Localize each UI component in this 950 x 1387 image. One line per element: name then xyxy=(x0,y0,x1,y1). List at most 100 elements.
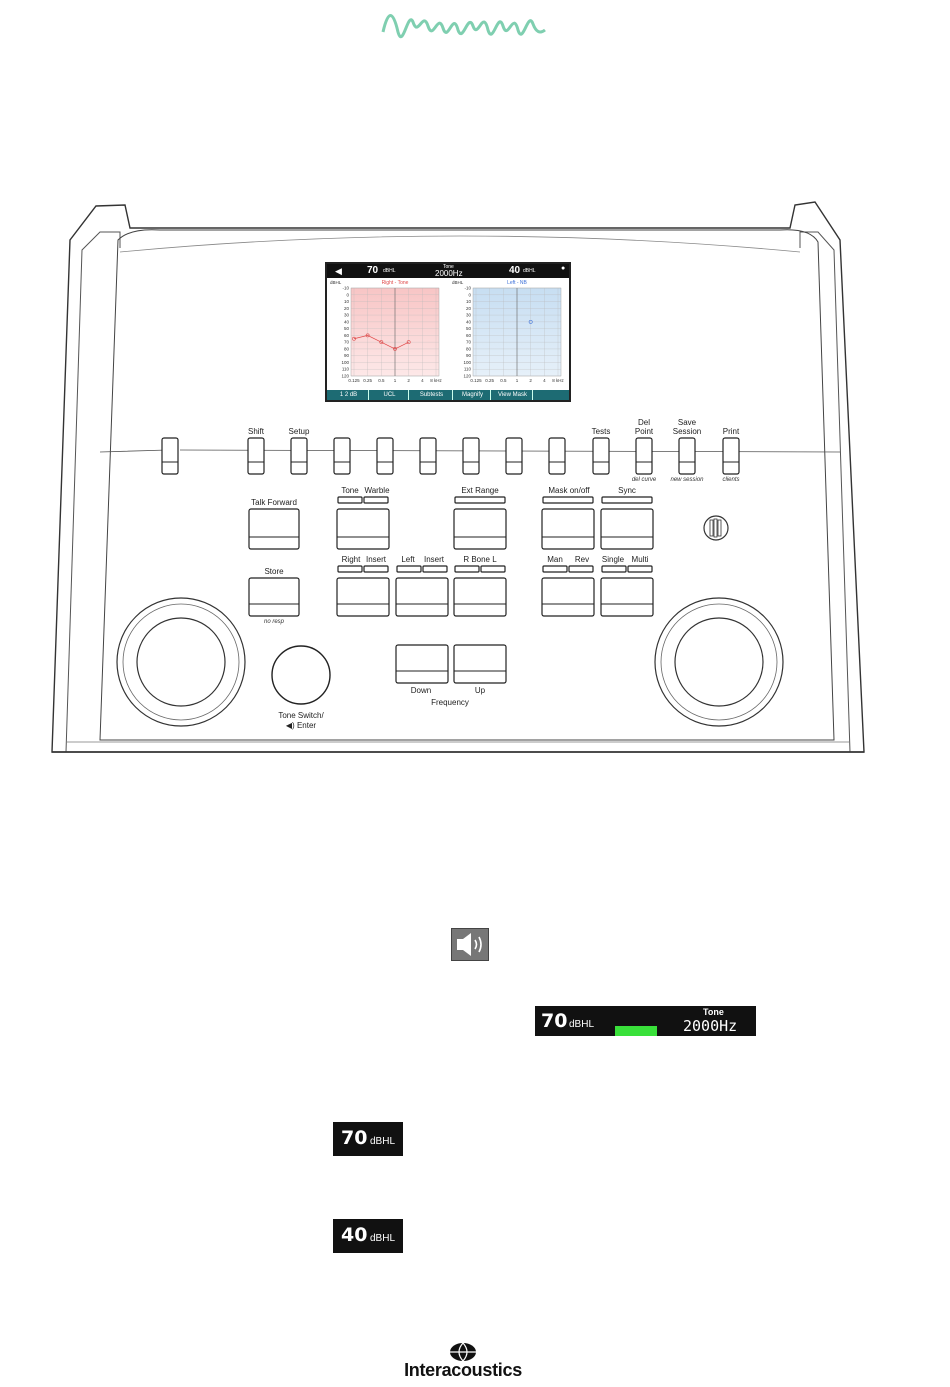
top-softkey-button-2[interactable] xyxy=(247,437,265,475)
single-label: Single xyxy=(601,555,625,564)
y-tick-label: 110 xyxy=(464,367,472,372)
r-bone-l-label: R Bone L xyxy=(463,555,497,564)
warble-led xyxy=(363,496,389,504)
ext-range-button[interactable] xyxy=(453,508,507,550)
softkey-1[interactable]: 1 2 dB xyxy=(329,390,369,400)
y-tick-label: 60 xyxy=(466,333,472,338)
sync-button[interactable] xyxy=(600,508,654,550)
ext-range-label: Ext Range xyxy=(461,486,499,495)
bone-r-led xyxy=(454,565,480,573)
left-knob-outer xyxy=(116,597,246,727)
ext-range-led xyxy=(454,496,506,504)
softkey-3[interactable]: Subtests xyxy=(411,390,453,400)
data-point xyxy=(352,336,356,341)
rev-label: Rev xyxy=(574,555,590,564)
y-tick-label: -10 xyxy=(464,286,471,291)
del-point-label-1: Del xyxy=(637,418,651,427)
frequency-down-button[interactable] xyxy=(395,644,449,684)
top-softkey-button-3[interactable] xyxy=(290,437,308,475)
store-label: Store xyxy=(264,567,284,576)
top-softkey-button-6[interactable] xyxy=(419,437,437,475)
y-tick-label: 0 xyxy=(346,292,349,297)
y-tick-label: 10 xyxy=(466,299,472,304)
tone-switch-label-2: ◀) Enter xyxy=(285,721,317,730)
top-softkey-button-13[interactable] xyxy=(722,437,740,475)
lcd-right-unit: dBHL xyxy=(523,268,536,274)
frequency-up-button[interactable] xyxy=(453,644,507,684)
data-point xyxy=(365,333,370,338)
softkey-5[interactable]: View Mask xyxy=(493,390,533,400)
data-point xyxy=(406,340,411,345)
y-tick-label: 30 xyxy=(466,313,472,318)
lcd-left-level: 70 xyxy=(367,265,379,276)
sync-led xyxy=(601,496,653,504)
tone-switch-label-1: Tone Switch/ xyxy=(278,711,324,720)
y-tick-label: 120 xyxy=(341,374,349,379)
print-sub: clients xyxy=(722,477,740,483)
del-point-sub: del curve xyxy=(631,477,657,483)
speaker-icon: ◀ xyxy=(335,266,342,276)
left-led xyxy=(396,565,422,573)
y-tick-label: 40 xyxy=(344,319,350,324)
chart-title: Left - NB xyxy=(507,280,527,286)
response-jack-icon xyxy=(703,515,729,541)
status-unit: dBHL xyxy=(569,1019,595,1030)
tone-switch-knob xyxy=(271,645,331,705)
y-tick-label: 90 xyxy=(466,353,472,358)
x-tick-label: 0.5 xyxy=(378,378,385,383)
top-softkey-button-5[interactable] xyxy=(376,437,394,475)
top-softkey-button-12[interactable] xyxy=(678,437,696,475)
right-led xyxy=(337,565,363,573)
y-tick-label: 110 xyxy=(342,367,350,372)
del-point-label-2: Point xyxy=(634,427,654,436)
bone-l-led xyxy=(480,565,506,573)
man-led xyxy=(542,565,568,573)
chart-title: Right - Tone xyxy=(382,280,409,286)
x-tick-label: 4 xyxy=(421,378,424,383)
store-button[interactable] xyxy=(248,577,300,617)
multi-label: Multi xyxy=(631,555,649,564)
y-tick-label: 20 xyxy=(466,306,472,311)
mask-onoff-button[interactable] xyxy=(541,508,595,550)
up-label: Up xyxy=(474,686,486,695)
status-indicator xyxy=(615,1026,657,1036)
x-tick-label: 0.25 xyxy=(485,378,494,383)
x-tick-label: 8 kHz xyxy=(552,378,564,383)
y-tick-label: -10 xyxy=(342,286,349,291)
left-level-legend: 40 dBHL xyxy=(333,1219,403,1253)
y-tick-label: 40 xyxy=(466,319,472,324)
lcd-stimulus: Tone xyxy=(443,264,454,270)
print-label: Print xyxy=(722,427,740,436)
top-softkey-button-9[interactable] xyxy=(548,437,566,475)
series-line xyxy=(353,335,409,350)
left-insert-button[interactable] xyxy=(395,577,449,617)
top-softkey-button-11[interactable] xyxy=(635,437,653,475)
bone-button[interactable] xyxy=(453,577,507,617)
top-softkey-button-7[interactable] xyxy=(462,437,480,475)
top-softkey-button-1[interactable] xyxy=(161,437,179,475)
tone-warble-button[interactable] xyxy=(336,508,390,550)
talk-forward-button[interactable] xyxy=(248,508,300,550)
right-insert-button[interactable] xyxy=(336,577,390,617)
y-tick-label: 30 xyxy=(344,313,350,318)
x-tick-label: 0.5 xyxy=(500,378,507,383)
softkey-2[interactable]: UCL xyxy=(371,390,409,400)
single-multi-button[interactable] xyxy=(600,577,654,617)
softkey-4[interactable]: Magnify xyxy=(455,390,491,400)
top-softkey-button-10[interactable] xyxy=(592,437,610,475)
top-softkey-button-4[interactable] xyxy=(333,437,351,475)
sun-icon: ● xyxy=(561,265,566,272)
left-label: Left xyxy=(401,555,415,564)
shift-label: Shift xyxy=(247,427,265,436)
man-rev-button[interactable] xyxy=(541,577,595,617)
x-tick-label: 8 kHz xyxy=(430,378,442,383)
sync-label: Sync xyxy=(618,486,636,495)
y-tick-label: 20 xyxy=(344,306,350,311)
y-tick-label: 60 xyxy=(344,333,350,338)
frequency-label: Frequency xyxy=(431,698,469,707)
top-softkey-button-8[interactable] xyxy=(505,437,523,475)
tests-label: Tests xyxy=(591,427,611,436)
